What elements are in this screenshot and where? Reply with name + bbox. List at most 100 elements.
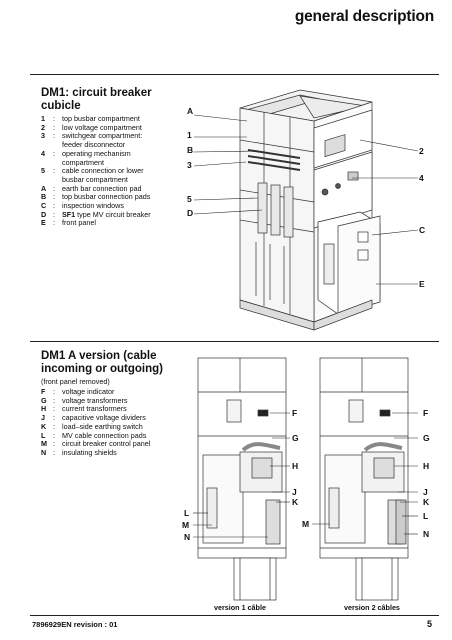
callout-right-H: H <box>423 461 430 471</box>
legend-key: A <box>41 183 47 193</box>
legend-text: voltage transformers <box>62 395 128 405</box>
legend-separator: : <box>53 421 55 431</box>
legend-separator: : <box>53 413 55 423</box>
section1-legend-row: 4:operating mechanism <box>41 148 181 159</box>
legend-separator: : <box>53 387 55 396</box>
legend-key: G <box>41 395 47 405</box>
callout-left-H: H <box>292 461 299 471</box>
legend-text: circuit breaker control panel <box>62 439 151 449</box>
section1-title-line1: DM1: circuit breaker <box>41 87 152 99</box>
callout-left-N: N <box>184 532 191 542</box>
section1-legend-row: 3: switchgear compartment: <box>41 132 181 141</box>
legend-separator: : <box>53 148 55 158</box>
legend-key: C <box>41 201 47 211</box>
section2-title: DM1 A version (cable incoming or outgoin… <box>41 350 163 376</box>
legend-text: MV cable connection pads <box>62 430 147 440</box>
callout-left-F: F <box>292 408 298 418</box>
section2-title-line2: incoming or outgoing) <box>41 363 164 375</box>
legend-separator: : <box>53 430 55 440</box>
legend-key: E <box>41 218 46 228</box>
callout-left-M: M <box>182 520 190 530</box>
legend-text: SF1 type MV circuit breaker <box>62 209 151 219</box>
callout-right-F: F <box>423 408 429 418</box>
legend-key: K <box>41 421 47 431</box>
legend-separator: : <box>53 166 55 176</box>
callout-B: B <box>187 145 194 155</box>
callout-3: 3 <box>187 160 192 170</box>
section1-legend-row: busbar compartment <box>41 174 181 185</box>
legend-key: 3 <box>41 131 45 141</box>
caption-version-1: version 1 câble <box>214 603 266 612</box>
legend-text: low voltage compartment <box>62 122 142 132</box>
legend-text: feeder disconnector <box>62 140 126 150</box>
callout-right-N: N <box>423 529 430 539</box>
legend-separator: : <box>53 122 55 132</box>
legend-key: F <box>41 387 46 396</box>
legend-separator: : <box>53 404 55 414</box>
section2-legend-row: M:circuit breaker control panel <box>41 440 181 449</box>
section2-legend-row: F:voltage indicator <box>41 387 181 397</box>
legend-key: 2 <box>41 122 45 132</box>
section2-legend-row: G:voltage transformers <box>41 395 181 406</box>
callout-left-L: L <box>184 508 190 518</box>
callout-right-M: M <box>302 519 310 529</box>
legend-text: compartment <box>62 157 104 167</box>
callout-left-J: J <box>292 487 297 497</box>
bottom-divider <box>30 615 439 616</box>
legend-text: insulating shields <box>62 447 117 457</box>
section1-legend-row: D:SF1 type MV circuit breaker <box>41 209 181 220</box>
callout-right-J: J <box>423 487 428 497</box>
legend-text: front panel <box>62 218 96 228</box>
section2-legend-row: H: current transformers <box>41 405 181 414</box>
legend-key: 1 <box>41 114 45 123</box>
callout-1: 1 <box>187 130 192 140</box>
callout-2: 2 <box>419 146 424 156</box>
footer-doc-ref: 7896929EN revision : 01 <box>32 620 118 629</box>
footer-page-number: 5 <box>427 619 433 629</box>
section1-legend-row: 1:top busbar compartment <box>41 114 181 124</box>
legend-text: cable connection or lower <box>62 166 144 176</box>
callout-right-K: K <box>423 497 430 507</box>
section2-title-line1: DM1 A version (cable <box>41 350 157 362</box>
page-header-title: general description <box>294 8 434 25</box>
legend-key: L <box>41 430 46 440</box>
section1-title-line2: cubicle <box>41 100 81 112</box>
legend-key: H <box>41 404 47 414</box>
callout-left-K: K <box>292 497 299 507</box>
section1-legend-row: feeder disconnector <box>41 140 181 150</box>
legend-separator: : <box>53 201 55 211</box>
legend-text: capacitive voltage dividers <box>62 413 146 423</box>
section2-legend-row: K: load–side earthing switch <box>41 421 181 432</box>
legend-separator: : <box>53 447 55 457</box>
legend-text: load–side earthing switch <box>62 421 143 431</box>
legend-separator: : <box>53 183 55 193</box>
legend-key: 5 <box>41 166 45 176</box>
legend-separator: : <box>53 218 55 228</box>
legend-text: inspection windows <box>62 201 124 211</box>
callout-C: C <box>419 225 426 235</box>
legend-text: busbar compartment <box>62 174 128 184</box>
legend-separator: : <box>53 439 55 449</box>
legend-separator: : <box>53 192 55 202</box>
section1-legend-row: compartment <box>41 157 181 168</box>
legend-text: top busbar connection pads <box>62 192 151 202</box>
section1-legend-row: B: top busbar connection pads <box>41 193 181 202</box>
legend-key: B <box>41 192 47 202</box>
legend-text: earth bar connection pad <box>62 183 142 193</box>
section2-note: (front panel removed) <box>41 377 110 386</box>
legend-text: switchgear compartment: <box>62 131 143 141</box>
legend-text: top busbar compartment <box>62 114 140 123</box>
legend-text: current transformers <box>62 404 127 414</box>
section1-legend-row: 2: low voltage compartment <box>41 122 181 133</box>
callout-4: 4 <box>419 173 424 183</box>
middle-divider <box>30 341 439 342</box>
section1-legend-row: C: inspection windows <box>41 201 181 211</box>
legend-key: D <box>41 209 47 219</box>
caption-version-2: version 2 câbles <box>344 603 400 612</box>
section1-legend-row: E: front panel <box>41 219 181 228</box>
legend-separator: : <box>53 131 55 141</box>
